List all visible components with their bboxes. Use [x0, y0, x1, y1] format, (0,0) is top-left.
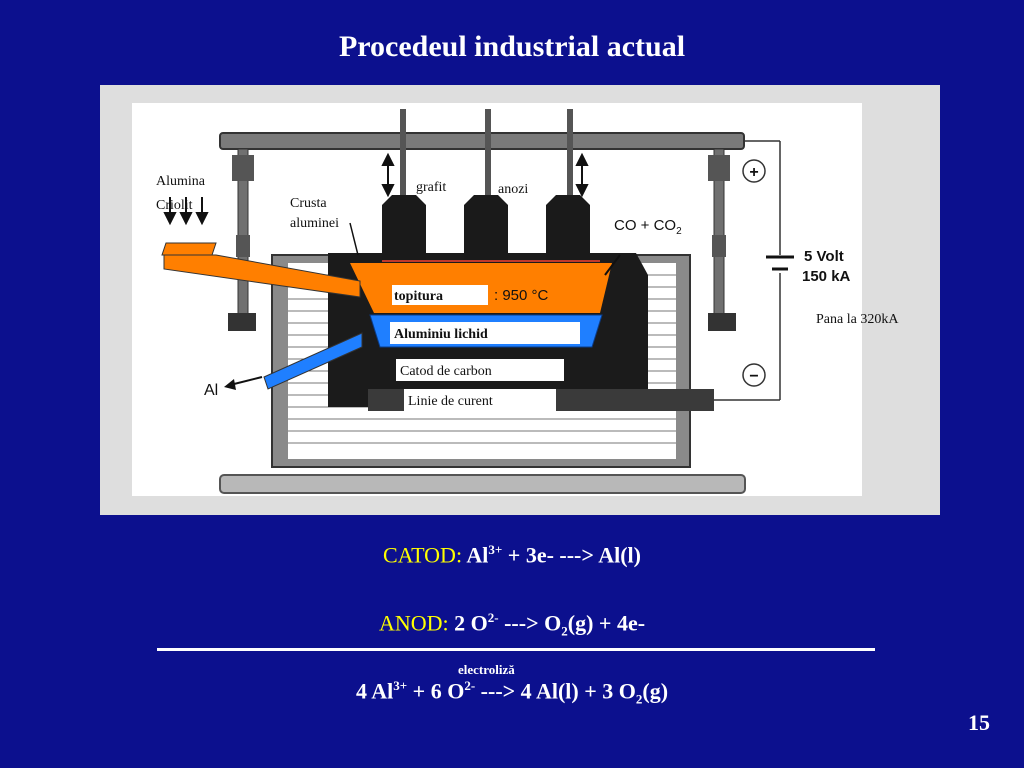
- label-al: Al: [204, 382, 218, 399]
- electrolysis-cell-diagram: Alumina Criolit Crusta aluminei grafit a…: [100, 85, 940, 515]
- label-grafit: grafit: [416, 180, 446, 195]
- tap-tube: [263, 332, 363, 390]
- minus-sign: −: [749, 368, 758, 385]
- label-ka: 150 kA: [802, 268, 851, 285]
- catod-rest: + 3e- ---> Al(l): [502, 542, 641, 568]
- label-criolit: Criolit: [156, 198, 193, 213]
- anode-block-1: [382, 195, 426, 263]
- label-volt: 5 Volt: [804, 248, 844, 265]
- right-post-foot: [708, 313, 736, 331]
- label-aluminei: aluminei: [290, 216, 339, 231]
- linie-box: [404, 389, 556, 411]
- overall-equation: 4 Al3+ + 6 O2- ---> 4 Al(l) + 3 O2(g): [0, 678, 1024, 708]
- diagram-svg: Alumina Criolit Crusta aluminei grafit a…: [132, 103, 899, 496]
- label-pana: Pana la 320kA: [816, 312, 899, 327]
- label-topitura: topitura: [394, 289, 443, 304]
- catod-charge: 3+: [488, 542, 503, 557]
- anod-arrow: ---> O: [498, 610, 562, 636]
- anod-o2-sub: 2: [561, 623, 568, 639]
- cathode-equation: CATOD: Al3+ + 3e- ---> Al(l): [0, 542, 1024, 568]
- label-aluminiu: Aluminiu lichid: [394, 327, 488, 342]
- label-co-co2: CO + CO2: [614, 217, 682, 237]
- crust-pointer: [349, 222, 359, 256]
- tot-o-charge: 2-: [464, 678, 476, 693]
- anod-charge: 2-: [487, 610, 499, 625]
- topitura-box: [392, 285, 488, 305]
- anode-rod-3: [567, 109, 573, 199]
- left-post-foot: [228, 313, 256, 331]
- tot-o2-sub: 2: [635, 691, 643, 707]
- plus-sign: +: [749, 164, 758, 181]
- left-post-joint: [236, 235, 250, 257]
- minus-terminal-icon: [742, 363, 766, 387]
- label-anozi: anozi: [498, 182, 528, 197]
- dc-circuit: [714, 140, 781, 401]
- top-beam: [219, 132, 745, 150]
- page-number: 15: [968, 710, 990, 735]
- anod-reactant: 2 O: [448, 610, 488, 636]
- label-linie: Linie de curent: [408, 394, 493, 409]
- anod-keyword: ANOD:: [378, 610, 449, 636]
- tot-o: + 6 O: [407, 678, 465, 704]
- aluminiu-box: [390, 322, 580, 344]
- feed-chute: [163, 254, 361, 298]
- label-alumina: Alumina: [156, 174, 206, 189]
- base-plate: [219, 474, 746, 494]
- right-post-joint: [712, 235, 726, 257]
- anodes: [382, 109, 600, 263]
- equation-separator: [157, 648, 875, 651]
- anode-block-2: [464, 195, 508, 263]
- plus-terminal-icon: [742, 159, 766, 183]
- tot-state: (g): [642, 678, 669, 704]
- gas-pointer: [604, 254, 621, 276]
- right-post-cap: [708, 155, 730, 181]
- label-catod: Catod de carbon: [400, 364, 492, 379]
- tot-al: 4 Al: [355, 678, 394, 704]
- catod-box: [396, 359, 564, 381]
- tot-products: ---> 4 Al(l) + 3 O: [475, 678, 636, 704]
- slide-title: Procedeul industrial actual: [338, 30, 686, 63]
- anode-equation: ANOD: 2 O2- ---> O2(g) + 4e-: [0, 610, 1024, 640]
- al-arrow-line: [229, 376, 263, 386]
- feed-hopper: [161, 242, 217, 256]
- anode-block-3: [546, 195, 590, 263]
- label-crusta: Crusta: [290, 196, 327, 211]
- catod-reactant: Al: [466, 542, 489, 568]
- electrolysis-label: electroliză: [458, 662, 515, 677]
- anode-rod-2: [485, 109, 491, 199]
- tot-al-charge: 3+: [393, 678, 408, 693]
- feed-arrows: [163, 197, 209, 226]
- label-temperature: : 950 °C: [494, 287, 549, 304]
- anode-motion-arrows: [381, 152, 589, 198]
- anod-rest: (g) + 4e-: [567, 610, 646, 636]
- al-arrow-head: [224, 379, 236, 390]
- catod-keyword: CATOD:: [383, 542, 463, 568]
- left-post-cap: [232, 155, 254, 181]
- anode-rod-1: [400, 109, 406, 199]
